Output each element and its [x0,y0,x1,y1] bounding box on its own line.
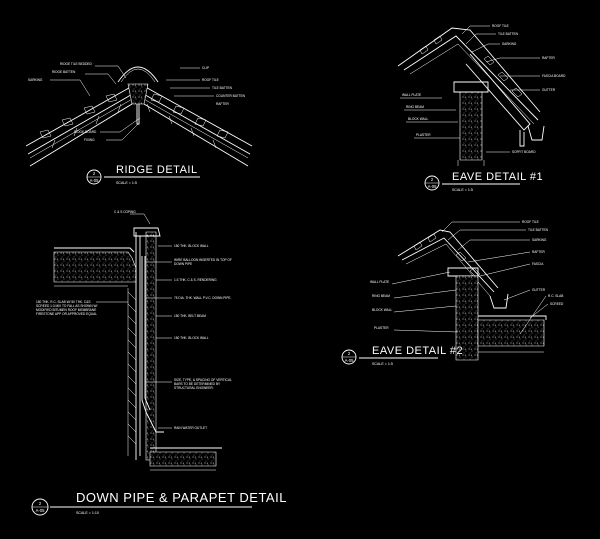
bubble-reference: A-05 [345,358,355,363]
downpipe-note-block-wall: 150 THK. BLOCK WALL [174,336,209,340]
eave2-note: BLOCK WALL [372,308,392,312]
eave2-note: SARKING [532,238,547,242]
downpipe-note-slab: 150 THK. R.C. SLAB W/ 50 THK. C&S SCREED… [36,300,98,317]
eave1-note: ROOF TILE [492,24,509,28]
eave1-note: TILE BATTEN [498,32,519,36]
downpipe-parapet-detail: C & S COPING 150 THK. BLOCK WALL WIRE BA… [31,210,287,516]
eave1-title-block: 2 A-05 EAVE DETAIL #1 SCALE = 1:5 [424,171,543,192]
eave2-note: GUTTER [532,288,546,292]
eave1-note: FASCIA BOARD [542,74,566,78]
bubble-reference: A-05 [36,508,46,513]
downpipe-note-block-wall-top: 150 THK. BLOCK WALL [174,244,209,248]
ridge-note: SARKING [28,78,43,82]
downpipe-detail-scale: SCALE = 1:10 [76,511,99,515]
bubble-number: 2 [348,351,351,356]
eave2-note: TILE BATTEN [528,228,549,232]
eave2-note: SCREED [550,302,564,306]
downpipe-title-block: 2 A-05 DOWN PIPE & PARAPET DETAIL SCALE … [31,490,287,516]
downpipe-note-down-pipe: 75 DIA. THK. WALL P.V.C. DOWN PIPE. [174,296,232,300]
eave2-drawing [391,221,549,361]
eave-detail-2: ROOF TILE TILE BATTEN SARKING RAFTER FAS… [341,220,564,366]
ridge-note: RIDGE TILE BEDDED [60,62,93,66]
eave1-note: GUTTER [542,88,556,92]
downpipe-note-coping: C & S COPING [114,210,136,214]
eave2-note: ROOF TILE [522,220,539,224]
ridge-note: FIXING [84,138,95,142]
eave1-detail-scale: SCALE = 1:5 [452,188,473,192]
downpipe-drawing [53,213,222,471]
bubble-number: 2 [93,171,96,176]
downpipe-note-slab-box: 150 THK. R.C. SLAB W/ 50 THK. C&S SCREED… [36,300,98,317]
eave2-note: RING BEAM [372,294,390,298]
downpipe-note-belt-beam: 150 THK. BELT BEAM [174,314,206,318]
ridge-note: RIDGE BATTEN [52,70,76,74]
eave2-detail-scale: SCALE = 1:5 [372,362,393,366]
downpipe-note-balloon: WIRE BALLOON INSERTED IN TOP OF DOWN PIP… [174,258,232,266]
ridge-drawing [25,65,253,167]
eave2-title-block: 2 A-05 EAVE DETAIL #2 SCALE = 1:5 [341,345,463,366]
ridge-note: RIDGE BOARD [74,130,97,134]
bubble-number: 2 [431,177,434,182]
downpipe-note-bars: SIZE, TYPE, & SPACING OF VERTICAL BARS T… [174,378,232,391]
eave1-note: WALL PLATE [402,93,421,97]
downpipe-note-balloon-box: WIRE BALLOON INSERTED IN TOP OF DOWN PIP… [174,258,232,266]
ridge-note: TILE BATTEN [212,86,233,90]
ridge-title-block: 2 A-05 RIDGE DETAIL SCALE = 1:5 [86,164,200,185]
eave1-note: RAFTER [542,56,555,60]
ridge-note: CLIP [202,66,209,70]
ridge-note: RAFTER [216,102,229,106]
ridge-detail: RIDGE TILE BEDDED RIDGE BATTEN CLIP ROOF… [25,62,253,185]
eave1-note: PLASTER [416,133,431,137]
downpipe-note-rendering: 1:3 THK. C & S. RENDERING [174,278,217,282]
bubble-reference: A-05 [428,184,438,189]
eave1-notes: ROOF TILE TILE BATTEN SARKING RAFTER FAS… [402,24,566,154]
eave1-detail-title: EAVE DETAIL #1 [452,171,543,183]
eave1-note: RING BEAM [406,105,424,109]
eave1-note: SOFFIT BOARD [512,150,536,154]
downpipe-note-bars-box: SIZE, TYPE, & SPACING OF VERTICAL BARS T… [174,378,232,391]
eave2-note: RAFTER [532,250,545,254]
eave1-drawing [397,25,545,166]
downpipe-detail-title: DOWN PIPE & PARAPET DETAIL [76,490,287,505]
ridge-notes: RIDGE TILE BEDDED RIDGE BATTEN CLIP ROOF… [28,62,246,142]
eave1-note: BLOCK WALL [408,117,428,121]
ridge-detail-scale: SCALE = 1:5 [116,181,137,185]
bubble-number: 2 [39,501,42,506]
downpipe-note-outlet: RAIN WATER OUTLET [174,426,207,430]
eave2-notes: ROOF TILE TILE BATTEN SARKING RAFTER FAS… [370,220,564,330]
eave2-detail-title: EAVE DETAIL #2 [372,345,463,357]
eave2-note: PLASTER [374,326,389,330]
eave2-note: FASCIA [532,262,544,266]
eave1-note: SARKING [502,42,517,46]
ridge-detail-title: RIDGE DETAIL [116,164,198,176]
eave2-note: WALL PLATE [370,280,389,284]
ridge-note: ROOF TILE [202,78,219,82]
downpipe-notes: C & S COPING 150 THK. BLOCK WALL WIRE BA… [36,210,232,430]
bubble-reference: A-05 [90,178,100,183]
eave-detail-1: ROOF TILE TILE BATTEN SARKING RAFTER FAS… [397,24,566,192]
ridge-note: COUNTER BATTEN [216,94,246,98]
eave2-note: R.C. SLAB [548,294,563,298]
